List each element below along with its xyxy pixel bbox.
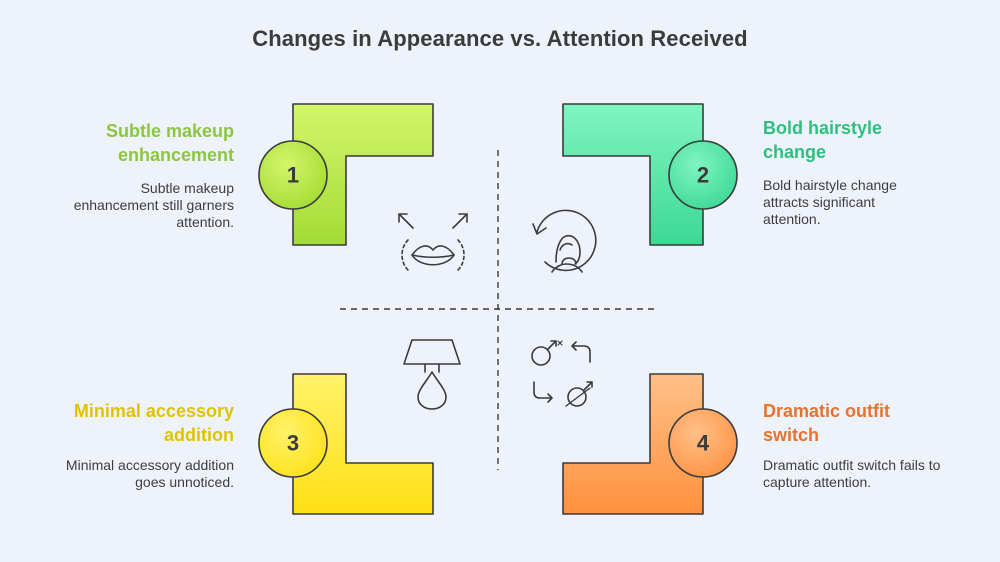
gender-swap-icon [531, 340, 593, 407]
item-2-description: Bold hairstyle change attracts significa… [763, 177, 897, 227]
number-badge-1: 1 [258, 140, 328, 210]
svg-text:3: 3 [287, 431, 299, 456]
svg-text:1: 1 [287, 163, 299, 188]
number-badge-4: 4 [668, 408, 738, 478]
item-3-description: Minimal accessory addition goes unnotice… [65, 457, 234, 490]
hairstyle-icon [532, 209, 597, 273]
item-1-description: Subtle makeup enhancement still garners … [73, 180, 234, 230]
pendant-icon [403, 339, 461, 410]
quadrant-shape-1 [292, 103, 434, 246]
lips-icon [398, 213, 468, 271]
quadrant-shape-2 [562, 103, 704, 246]
item-4-description: Dramatic outfit switch fails to capture … [763, 457, 941, 490]
item-3-heading: Minimal accessory addition [73, 401, 234, 445]
item-4-heading: Dramatic outfit switch [763, 401, 891, 445]
item-2-heading: Bold hairstyle change [763, 118, 883, 162]
number-badge-2: 2 [668, 140, 738, 210]
quadrant-shape-4 [562, 373, 704, 515]
quadrant-shape-3 [292, 373, 434, 515]
page-title: Changes in Appearance vs. Attention Rece… [252, 26, 748, 51]
svg-text:4: 4 [697, 431, 710, 456]
number-badge-3: 3 [258, 408, 328, 478]
item-1-heading: Subtle makeup enhancement [105, 121, 234, 165]
svg-text:2: 2 [697, 163, 709, 188]
